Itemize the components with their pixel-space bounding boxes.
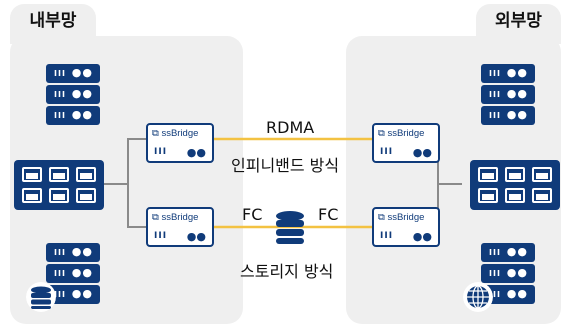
central-storage-icon [276,211,304,244]
server-unit: III●● [46,64,100,83]
bridge-label: ssBridge [161,212,199,223]
server-unit: III●● [46,285,100,304]
server-unit: III●● [481,264,535,283]
server-unit: III●● [481,243,535,262]
database-icon [26,282,56,312]
ssbridge-right-top: ⧉ ssBridge III●● [372,123,440,163]
connector-left-bottom [127,184,146,228]
server-unit: III●● [46,85,100,104]
bridge-label: ssBridge [387,212,425,223]
server-unit: III●● [481,106,535,125]
server-unit: III●● [46,243,100,262]
network-switch [14,160,104,210]
storage-method-label: 스토리지 방식 [240,262,334,281]
bridge-label: ssBridge [387,128,425,139]
network-switch [470,160,560,210]
server-unit: III●● [481,85,535,104]
copy-icon: ⧉ [378,128,388,139]
infiniband-method-label: 인피니밴드 방식 [231,156,340,175]
copy-icon: ⧉ [378,212,388,223]
rdma-label: RDMA [266,118,315,137]
connector-left-top [103,138,146,185]
server-unit: III●● [46,264,100,283]
ssbridge-left-bottom: ⧉ ssBridge III●● [146,207,214,247]
bridge-label: ssBridge [161,128,199,139]
server-unit: III●● [46,106,100,125]
copy-icon: ⧉ [152,128,162,139]
server-unit: III●● [481,64,535,83]
external-network-title: 외부망 [476,4,561,44]
globe-icon [463,282,493,312]
fc-label-right: FC [318,205,339,224]
ssbridge-right-bottom: ⧉ ssBridge III●● [372,207,440,247]
internal-network-title: 내부망 [10,4,96,44]
copy-icon: ⧉ [152,212,162,223]
ssbridge-left-top: ⧉ ssBridge III●● [146,123,214,163]
fc-label-left: FC [242,205,263,224]
server-unit: III●● [481,285,535,304]
